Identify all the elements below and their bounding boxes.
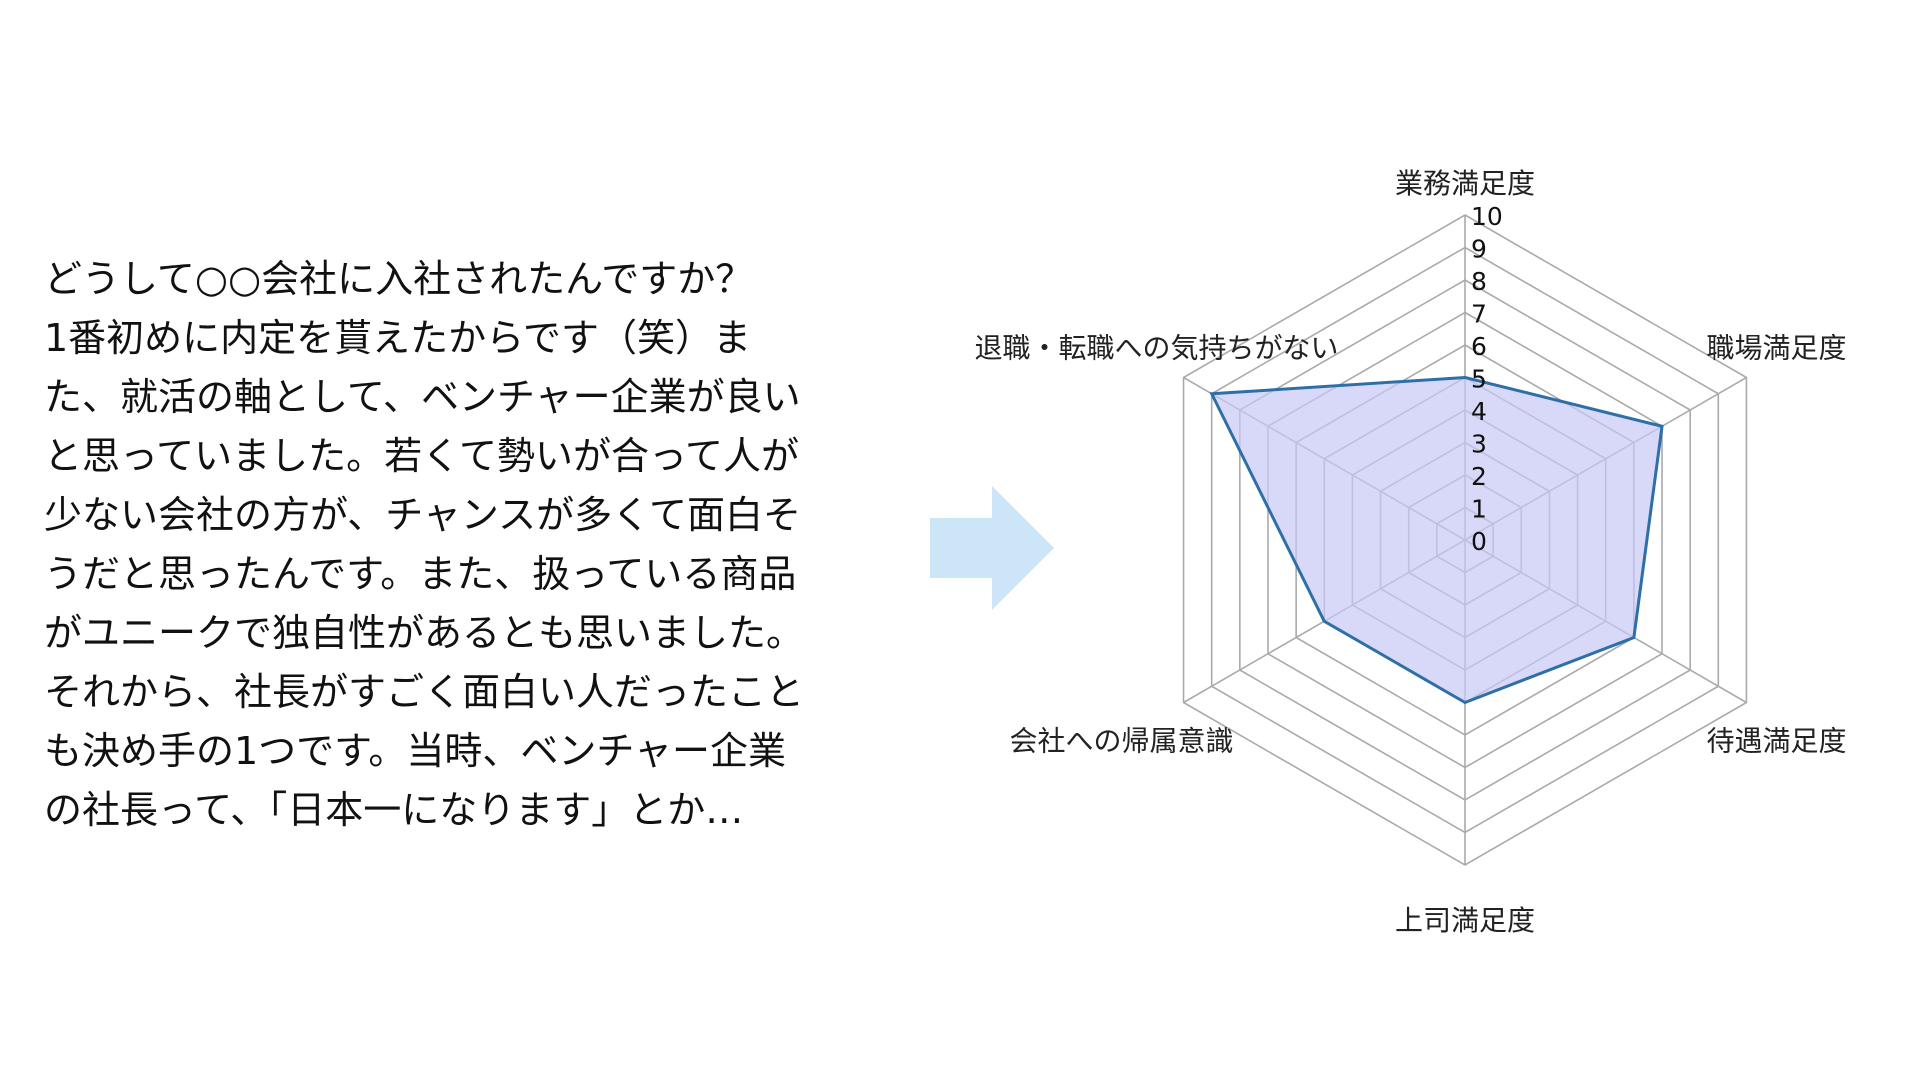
radar-axis-label: 退職・転職への気持ちがない: [975, 332, 1339, 365]
text-line: がユニークで独自性があるとも思いました。: [44, 611, 805, 655]
right-arrow-icon: [930, 486, 1054, 610]
radar-tick-label: 9: [1471, 235, 1487, 264]
radar-series-polygon: [1209, 375, 1664, 705]
radar-tick-label: 10: [1471, 202, 1503, 231]
radar-tick-labels: 0 1 2 3 4 5 6 7 8 9 10: [1471, 202, 1503, 556]
radar-axis-label: 待遇満足度: [1706, 725, 1846, 758]
text-line: それから、社長がすごく面白い人だったこと: [44, 670, 805, 714]
radar-axis-label: 業務満足度: [1395, 167, 1535, 200]
text-line: も決め手の1つです。当時、ベンチャー企業: [44, 729, 786, 773]
text-line: うだと思ったんです。また、扱っている商品: [44, 552, 797, 596]
text-line: 少ない会社の方が、チャンスが多くて面白そ: [44, 493, 801, 537]
radar-tick-label: 3: [1471, 430, 1487, 459]
text-line: の社長って、「日本一になります」とか…: [44, 788, 744, 832]
radar-tick-label: 4: [1471, 397, 1487, 426]
radar-tick-label: 8: [1471, 267, 1487, 296]
radar-tick-label: 7: [1471, 300, 1487, 329]
text-line: どうして○○会社に入社されたんですか？: [44, 257, 754, 301]
radar-tick-label: 2: [1471, 462, 1487, 491]
radar-axis-label: 上司満足度: [1395, 904, 1535, 937]
radar-axis-label: 職場満足度: [1706, 332, 1846, 365]
radar-tick-label: 6: [1471, 332, 1487, 361]
radar-tick-label: 0: [1471, 527, 1487, 556]
text-line: と思っていました。若くて勢いが合って人が: [44, 434, 800, 478]
radar-tick-label: 1: [1471, 495, 1487, 524]
radar-tick-label: 5: [1471, 365, 1487, 394]
text-line: た、就活の軸として、ベンチャー企業が良い: [44, 375, 801, 419]
text-line: 1番初めに内定を貰えたからです（笑）ま: [44, 316, 752, 360]
radar-series: [1209, 375, 1664, 705]
interview-text: どうして○○会社に入社されたんですか？ 1番初めに内定を貰えたからです（笑）ま …: [44, 250, 924, 840]
radar-axis-label: 会社への帰属意識: [1010, 725, 1234, 758]
